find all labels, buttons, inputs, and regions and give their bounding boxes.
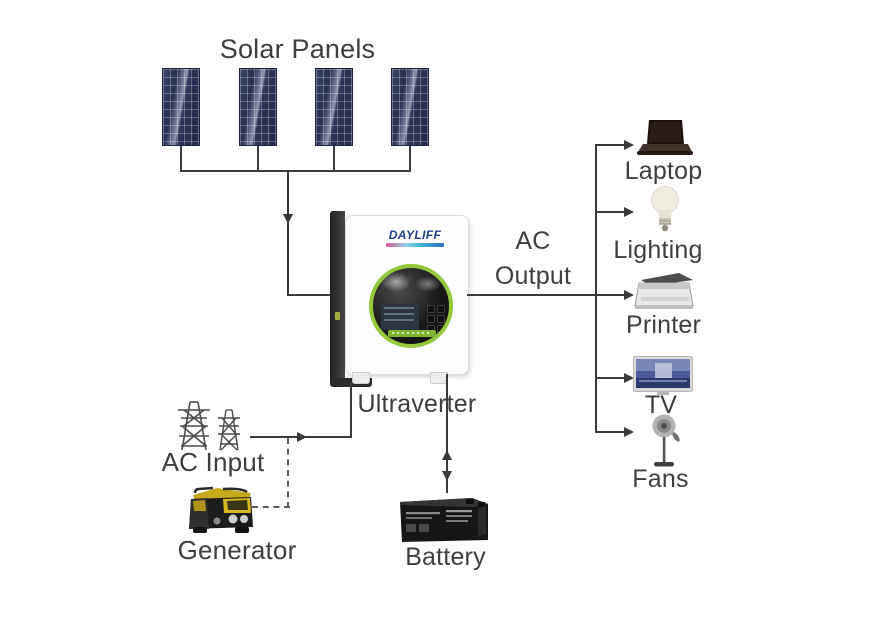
- load-label-printer: Printer: [625, 311, 702, 339]
- solar-panel-icon: [315, 68, 353, 146]
- wire-branch-lighting: [596, 211, 624, 213]
- inverter-label: Ultraverter: [357, 390, 477, 418]
- ac-input-label: AC Input: [161, 447, 265, 477]
- inverter-button: [427, 315, 435, 323]
- lightbulb-icon: [651, 186, 679, 232]
- power-towers-icon: [178, 401, 240, 451]
- wire-panel-3: [333, 146, 335, 172]
- load-label-tv: TV: [644, 391, 678, 419]
- solar-panel-icon: [239, 68, 277, 146]
- ac-output-label: AC Output: [483, 224, 583, 294]
- wire-pv-elbow: [287, 294, 333, 296]
- inverter-lcd: [381, 304, 419, 330]
- wire-branch-tv: [596, 377, 624, 379]
- wire-branch-fans: [596, 431, 624, 433]
- arrow-pv-to-inverter: [283, 214, 293, 224]
- diagram-title: Solar Panels: [219, 34, 376, 64]
- arrow-battery-down: [442, 471, 452, 481]
- wire-generator-dashed-v: [287, 438, 289, 508]
- arrow-printer: [624, 290, 634, 300]
- solar-panel-icon: [391, 68, 429, 146]
- inverter-led: [335, 312, 340, 320]
- brand-logo-stripe: [386, 243, 444, 247]
- inverter-model-strip: [388, 330, 436, 337]
- wire-generator-dashed-h: [252, 506, 290, 508]
- brand-logo-text: DAYLIFF: [388, 228, 442, 242]
- wire-battery: [446, 374, 448, 493]
- inverter-button: [437, 305, 445, 313]
- wire-pv-bus: [180, 170, 411, 172]
- inverter-icon: DAYLIFF: [328, 206, 470, 392]
- load-label-fans: Fans: [632, 465, 689, 493]
- fan-icon: [652, 414, 680, 467]
- ac-output-line2: Output: [494, 262, 572, 290]
- inverter-heatsink: [330, 211, 345, 383]
- arrow-ac-input: [297, 432, 307, 442]
- wire-pv-drop: [287, 170, 289, 296]
- wire-load-bus: [595, 144, 597, 433]
- tv-icon: [633, 356, 693, 395]
- brand-logo: DAYLIFF: [380, 229, 450, 247]
- wire-branch-laptop: [596, 144, 624, 146]
- inverter-button: [437, 325, 445, 333]
- wire-panel-2: [257, 146, 259, 172]
- printer-icon: [634, 273, 694, 309]
- wire-ac-input-riser: [350, 382, 352, 438]
- ac-output-line1: AC: [515, 227, 551, 255]
- arrow-battery-up: [442, 450, 452, 460]
- wire-ac-output: [467, 294, 624, 296]
- load-label-laptop: Laptop: [624, 157, 703, 185]
- arrow-lighting: [624, 207, 634, 217]
- arrow-tv: [624, 373, 634, 383]
- generator-icon: [189, 486, 253, 533]
- generator-label: Generator: [177, 535, 297, 565]
- arrow-fans: [624, 427, 634, 437]
- inverter-display: [369, 264, 453, 348]
- arrow-laptop: [624, 140, 634, 150]
- inverter-button: [437, 315, 445, 323]
- wire-panel-4: [409, 146, 411, 172]
- battery-icon: [400, 498, 488, 542]
- battery-label: Battery: [405, 543, 486, 571]
- solar-panel-icon: [162, 68, 200, 146]
- laptop-icon: [637, 120, 693, 155]
- load-label-lighting: Lighting: [613, 236, 703, 264]
- inverter-foot: [352, 372, 370, 384]
- inverter-button: [427, 305, 435, 313]
- wire-panel-1: [180, 146, 182, 172]
